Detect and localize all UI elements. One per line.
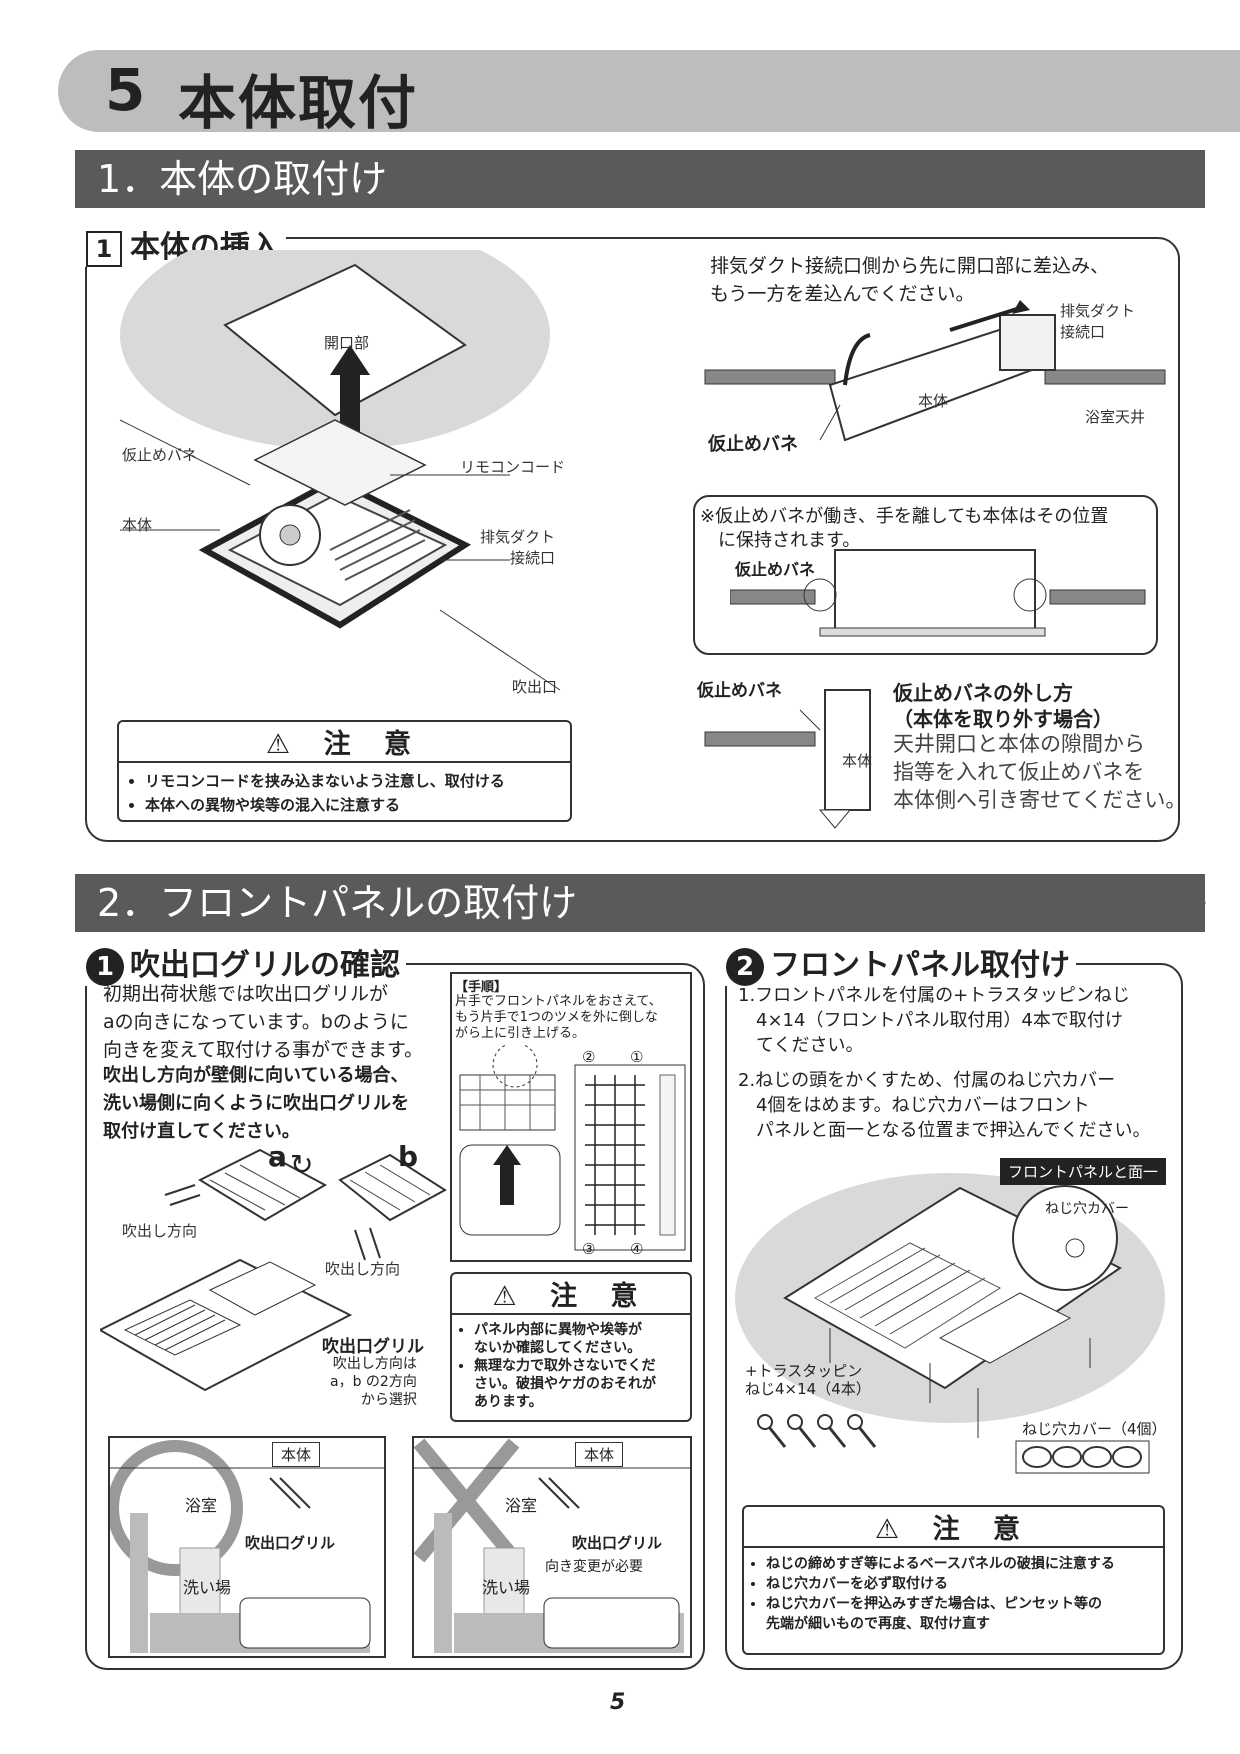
- caution-list-2: パネル内部に異物や埃等が ないか確認してください。 無理な力で取外さないでくだ …: [452, 1321, 690, 1411]
- tab-label-3: ③: [582, 1240, 596, 1258]
- blow-direction-b: 吹出し方向: [325, 1260, 401, 1278]
- page-number: 5: [610, 1690, 626, 1715]
- caution-item: 本体への異物や埃等の混入に注意する: [145, 793, 570, 817]
- bad-example-box: [412, 1436, 692, 1658]
- grille-instruction: 吹出し方向が壁側に向いている場合、 洗い場側に向くように吹出口グリルを 取付け直…: [103, 1065, 409, 1142]
- removal-text: 天井開口と本体の隙間から 指等を入れて仮止めバネを 本体側へ引き寄せてください。: [893, 732, 1187, 812]
- section-2-arrow: [1178, 874, 1206, 932]
- removal-spring-label: 仮止めバネ: [697, 681, 782, 701]
- caution-item: ねじ穴カバーを必ず取付ける: [766, 1574, 1163, 1594]
- chapter-banner: [58, 50, 1240, 132]
- chapter-title: 本体取付: [178, 69, 419, 137]
- grille-label-b: b: [398, 1140, 419, 1173]
- step-number-circle-2: 2: [726, 948, 764, 986]
- blow-direction-a: 吹出し方向: [122, 1222, 198, 1240]
- good-example-illustration: [110, 1440, 384, 1653]
- insert-instruction: 排気ダクト接続口側から先に開口部に差込み、 もう一方を差込んでください。: [710, 255, 1110, 305]
- grille-title: 吹出口グリル: [322, 1337, 424, 1357]
- tab-label-4: ④: [630, 1240, 644, 1258]
- caps-illustration: [1015, 1440, 1150, 1474]
- removal-title: 仮止めバネの外し方 （本体を取り外す場合）: [893, 681, 1113, 731]
- caution-list-3: ねじの締めすぎ等によるベースパネルの破損に注意する ねじ穴カバーを必ず取付ける …: [744, 1554, 1163, 1634]
- panel-step-1: 1.フロントパネルを付属の+トラスタッピンねじ 4×14（フロントパネル取付用）…: [738, 985, 1130, 1056]
- tilted-insert-illustration: [704, 300, 1166, 442]
- procedure-text: 片手でフロントパネルをおさえて、 もう片手で1つのツメを外に倒しな がら上に引き…: [455, 994, 662, 1041]
- spring-note: ※仮止めバネが働き、手を離しても本体はその位置 に保持されます。: [700, 506, 1109, 551]
- note-spring-label: 仮止めバネ: [735, 560, 816, 579]
- panel-step-title: フロントパネル取付け: [770, 948, 1070, 983]
- remote-cord-label: リモコンコード: [460, 458, 566, 476]
- body-label: 本体: [122, 516, 153, 534]
- panel-step-2: 2.ねじの頭をかくすため、付属のねじ穴カバー 4個をはめます。ねじ穴カバーはフロ…: [738, 1070, 1151, 1141]
- step-number-circle: 1: [86, 948, 124, 986]
- caution-item: ねじの締めすぎ等によるベースパネルの破損に注意する: [766, 1554, 1163, 1574]
- screw-label: +トラスタッピン ねじ4×14（4本）: [745, 1362, 871, 1398]
- grille-step-title: 吹出口グリルの確認: [130, 948, 400, 983]
- caps-label: ねじ穴カバー（4個）: [1022, 1420, 1167, 1438]
- caution-title-3: ⚠ 注 意: [744, 1507, 1163, 1548]
- caution-title-2: ⚠ 注 意: [452, 1274, 690, 1315]
- good-example-box: [108, 1436, 386, 1658]
- caution-item: ねじ穴カバーを押込みすぎた場合は、ピンセット等の 先端が細いもので再度、取付け直…: [766, 1594, 1163, 1634]
- good-body-label: 本体: [272, 1442, 321, 1467]
- panel-illustration: [735, 1173, 1165, 1438]
- procedure-box: [450, 972, 692, 1262]
- grille-description: 初期出荷状態では吹出口グリルが aの向きになっています。bのように 向きを変えて…: [103, 983, 424, 1061]
- bad-bath-label: 浴室: [505, 1496, 538, 1515]
- tab-label-2: ②: [582, 1048, 596, 1066]
- procedure-heading: 【手順】: [455, 980, 508, 995]
- bad-grille-label: 吹出口グリル: [572, 1534, 663, 1552]
- bad-body-label: 本体: [575, 1442, 624, 1467]
- cap-label: ねじ穴カバー: [1045, 1201, 1129, 1217]
- grille-subtitle: 吹出し方向は a，b の2方向 から選択: [330, 1356, 417, 1408]
- grille-label-a: a: [268, 1140, 287, 1173]
- caution-list: リモコンコードを挟み込まないよう注意し、取付ける 本体への異物や埃等の混入に注意…: [119, 769, 570, 817]
- good-wash-label: 洗い場: [183, 1578, 232, 1597]
- exhaust-duct-label-right: 排気ダクト 接続口: [1060, 302, 1136, 341]
- screws-illustration: [757, 1414, 877, 1448]
- removal-illustration: [704, 689, 871, 829]
- exhaust-duct-label: 排気ダクト 接続口: [480, 528, 556, 567]
- removal-body-label: 本体: [842, 752, 873, 770]
- section-2-title: 2．フロントパネルの取付け: [75, 874, 1205, 932]
- flush-label: フロントパネルと面一: [1000, 1158, 1167, 1185]
- caution-box-3: ⚠ 注 意 ねじの締めすぎ等によるベースパネルの破損に注意する ねじ穴カバーを必…: [742, 1505, 1165, 1655]
- outlet-label: 吹出口: [512, 678, 558, 696]
- grille-illustration: [100, 1148, 447, 1392]
- caution-box-1: ⚠ 注 意 リモコンコードを挟み込まないよう注意し、取付ける 本体への異物や埃等…: [117, 720, 572, 822]
- caution-box-2: ⚠ 注 意 パネル内部に異物や埃等が ないか確認してください。 無理な力で取外さ…: [450, 1272, 692, 1422]
- chapter-number: 5: [105, 56, 146, 124]
- insert-illustration: [119, 250, 561, 691]
- note-box: [693, 495, 1158, 655]
- body-label-right: 本体: [918, 392, 949, 410]
- caution-item: 無理な力で取外さないでくだ さい。破損やケガのおそれが あります。: [474, 1357, 690, 1411]
- caution-item: パネル内部に異物や埃等が ないか確認してください。: [474, 1321, 690, 1357]
- held-body-illustration: [730, 549, 1146, 637]
- caution-title: ⚠ 注 意: [119, 722, 570, 763]
- caution-item: リモコンコードを挟み込まないよう注意し、取付ける: [145, 769, 570, 793]
- spring-label-right: 仮止めバネ: [708, 434, 798, 455]
- bad-wash-label: 洗い場: [482, 1578, 531, 1597]
- opening-label: 開口部: [324, 334, 370, 352]
- procedure-illustration: [459, 1045, 686, 1251]
- step-number-box: 1: [86, 231, 122, 267]
- good-grille-label: 吹出口グリル: [245, 1534, 336, 1552]
- rotate-icon: ↻: [290, 1148, 314, 1181]
- spring-label: 仮止めバネ: [122, 446, 198, 464]
- section-1-title: 1．本体の取付け: [75, 150, 1205, 208]
- ceiling-label: 浴室天井: [1085, 408, 1146, 426]
- bad-note-label: 向き変更が必要: [545, 1559, 643, 1575]
- section-1-box: [85, 237, 1180, 842]
- tab-label-1: ①: [630, 1048, 644, 1066]
- good-bath-label: 浴室: [185, 1496, 218, 1515]
- bad-example-illustration: [414, 1438, 690, 1653]
